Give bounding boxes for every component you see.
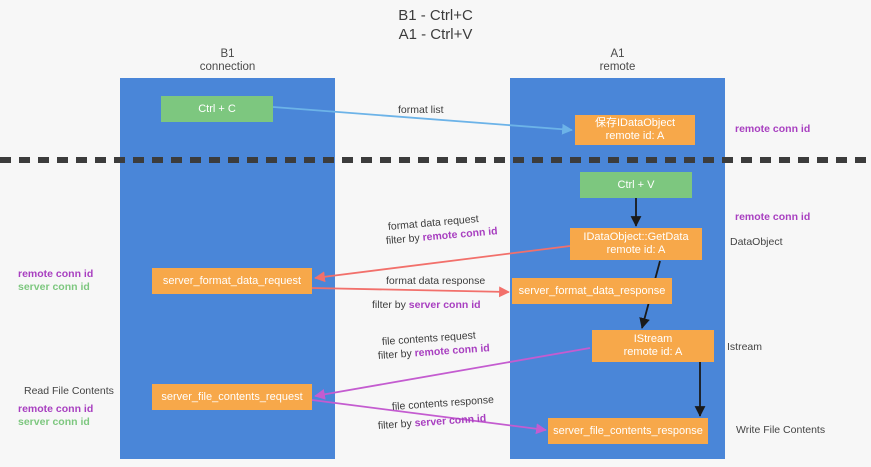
server-file-contents-response-box[interactable]: server_file_contents_response [548,418,708,444]
idataobject-getdata-box[interactable]: IDataObject::GetData remote id: A [570,228,702,260]
left-label-conn-ids-file-line: remote conn id [18,403,94,415]
left-label-conn-ids-format-line: server conn id [18,281,90,293]
left-label-conn-ids-format-line: remote conn id [18,268,94,280]
flow-label-file-contents-response-part: file contents response [391,393,495,413]
idataobject-store-box-label: 保存IDataObject remote id: A [594,117,676,142]
right-label-remote-conn-id-2: remote conn id [735,211,810,224]
server-format-data-response-box-label: server_format_data_response [518,284,666,297]
flow-label-filter-remote-2-part: filter by [377,347,416,362]
column-a1-header: A1 remote [599,48,636,73]
ctrl-c-box-label: Ctrl + C [198,102,236,115]
column-b1-header: B1 connection [199,48,256,73]
right-label-dataobject-line: DataObject [730,236,783,248]
right-label-istream-line: Istream [727,341,763,353]
right-label-write-file-contents-line: Write File Contents [736,424,826,436]
idataobject-getdata-box-label: IDataObject::GetData remote id: A [583,231,689,256]
flow-label-filter-server-1-part: filter by [372,299,409,311]
right-label-istream: Istream [727,341,762,354]
right-label-dataobject: DataObject [730,236,783,249]
ctrl-c-box[interactable]: Ctrl + C [161,96,273,122]
right-label-write-file-contents: Write File Contents [736,424,825,437]
right-label-remote-conn-id-1-line: remote conn id [735,123,811,135]
server-file-contents-request-box-label: server_file_contents_request [161,390,303,403]
right-label-remote-conn-id-1: remote conn id [735,123,810,136]
server-format-data-response-box[interactable]: server_format_data_response [512,278,672,304]
flow-label-filter-remote-1-part: filter by [385,231,424,247]
istream-box[interactable]: IStream remote id: A [592,330,714,362]
flow-label-file-contents-response: file contents response [392,394,495,414]
server-file-contents-request-box[interactable]: server_file_contents_request [152,384,312,410]
phase-divider [0,157,871,163]
left-label-read-file-contents: Read File Contents [24,385,114,398]
flow-label-filter-server-2: filter by server conn id [378,412,487,433]
diagram-title: B1 - Ctrl+C A1 - Ctrl+V [398,7,473,43]
flow-label-format-data-response: format data response [386,275,485,288]
server-format-data-request-box-label: server_format_data_request [162,274,302,287]
flow-label-filter-server-2-part: filter by [377,417,416,432]
flow-label-format-data-response-part: format data response [386,275,486,287]
flow-label-filter-server-2-part: server conn id [414,412,487,430]
ctrl-v-box-label: Ctrl + V [617,178,655,191]
left-label-read-file-contents-line: Read File Contents [24,385,114,397]
idataobject-store-box[interactable]: 保存IDataObject remote id: A [575,115,695,145]
flow-label-filter-server-1-part: server conn id [408,299,481,311]
ctrl-v-box[interactable]: Ctrl + V [580,172,692,198]
right-label-remote-conn-id-2-line: remote conn id [735,211,811,223]
left-label-conn-ids-file-line: server conn id [18,416,90,428]
server-format-data-request-box[interactable]: server_format_data_request [152,268,312,294]
arrow-format-data-response [311,286,510,298]
flow-label-format-list: format list [398,104,444,117]
istream-box-label: IStream remote id: A [623,333,683,358]
flow-label-format-list-part: format list [398,104,444,116]
flow-label-filter-server-1: filter by server conn id [372,299,481,312]
server-file-contents-response-box-label: server_file_contents_response [553,424,703,437]
